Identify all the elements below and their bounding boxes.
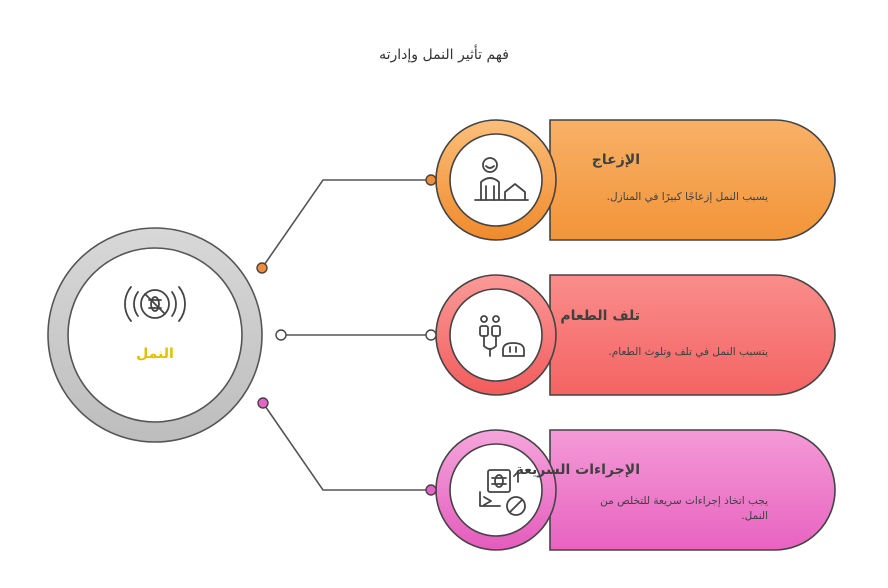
card-food-damage — [435, 274, 836, 396]
connector-dot-bottom-right — [425, 484, 437, 496]
pest-control-icon — [479, 469, 526, 516]
ant-no-sign-icon — [124, 286, 186, 322]
card-title-annoyance: الإزعاج — [591, 152, 640, 168]
connector-top — [261, 179, 431, 269]
card-desc-food-damage: يتسبب النمل في تلف وتلوث الطعام. — [608, 346, 768, 358]
card-desc-annoyance: يسبب النمل إزعاجًا كبيرًا في المنازل. — [606, 191, 768, 203]
diagram-title: فهم تأثير النمل وإدارته — [379, 47, 509, 63]
food-contamination-icon — [479, 315, 525, 357]
connector-dot-top-left — [256, 262, 268, 274]
person-house-icon — [474, 157, 529, 201]
card-annoyance — [435, 119, 836, 241]
connector-dot-bottom-left — [257, 397, 269, 409]
connector-bottom — [262, 402, 431, 491]
center-label: النمل — [136, 346, 174, 362]
connector-dot-middle-left — [275, 329, 287, 341]
connector-dot-middle-right — [425, 329, 437, 341]
central-hub — [47, 227, 263, 443]
card-title-quick-actions: الإجراءات السريعة — [515, 462, 640, 478]
connector-dot-top-right — [425, 174, 437, 186]
card-desc-quick-actions: يجب اتخاذ إجراءات سريعة للتخلص من النمل. — [600, 495, 768, 522]
card-title-food-damage: تلف الطعام — [560, 308, 640, 324]
card-quick-actions — [435, 429, 836, 551]
